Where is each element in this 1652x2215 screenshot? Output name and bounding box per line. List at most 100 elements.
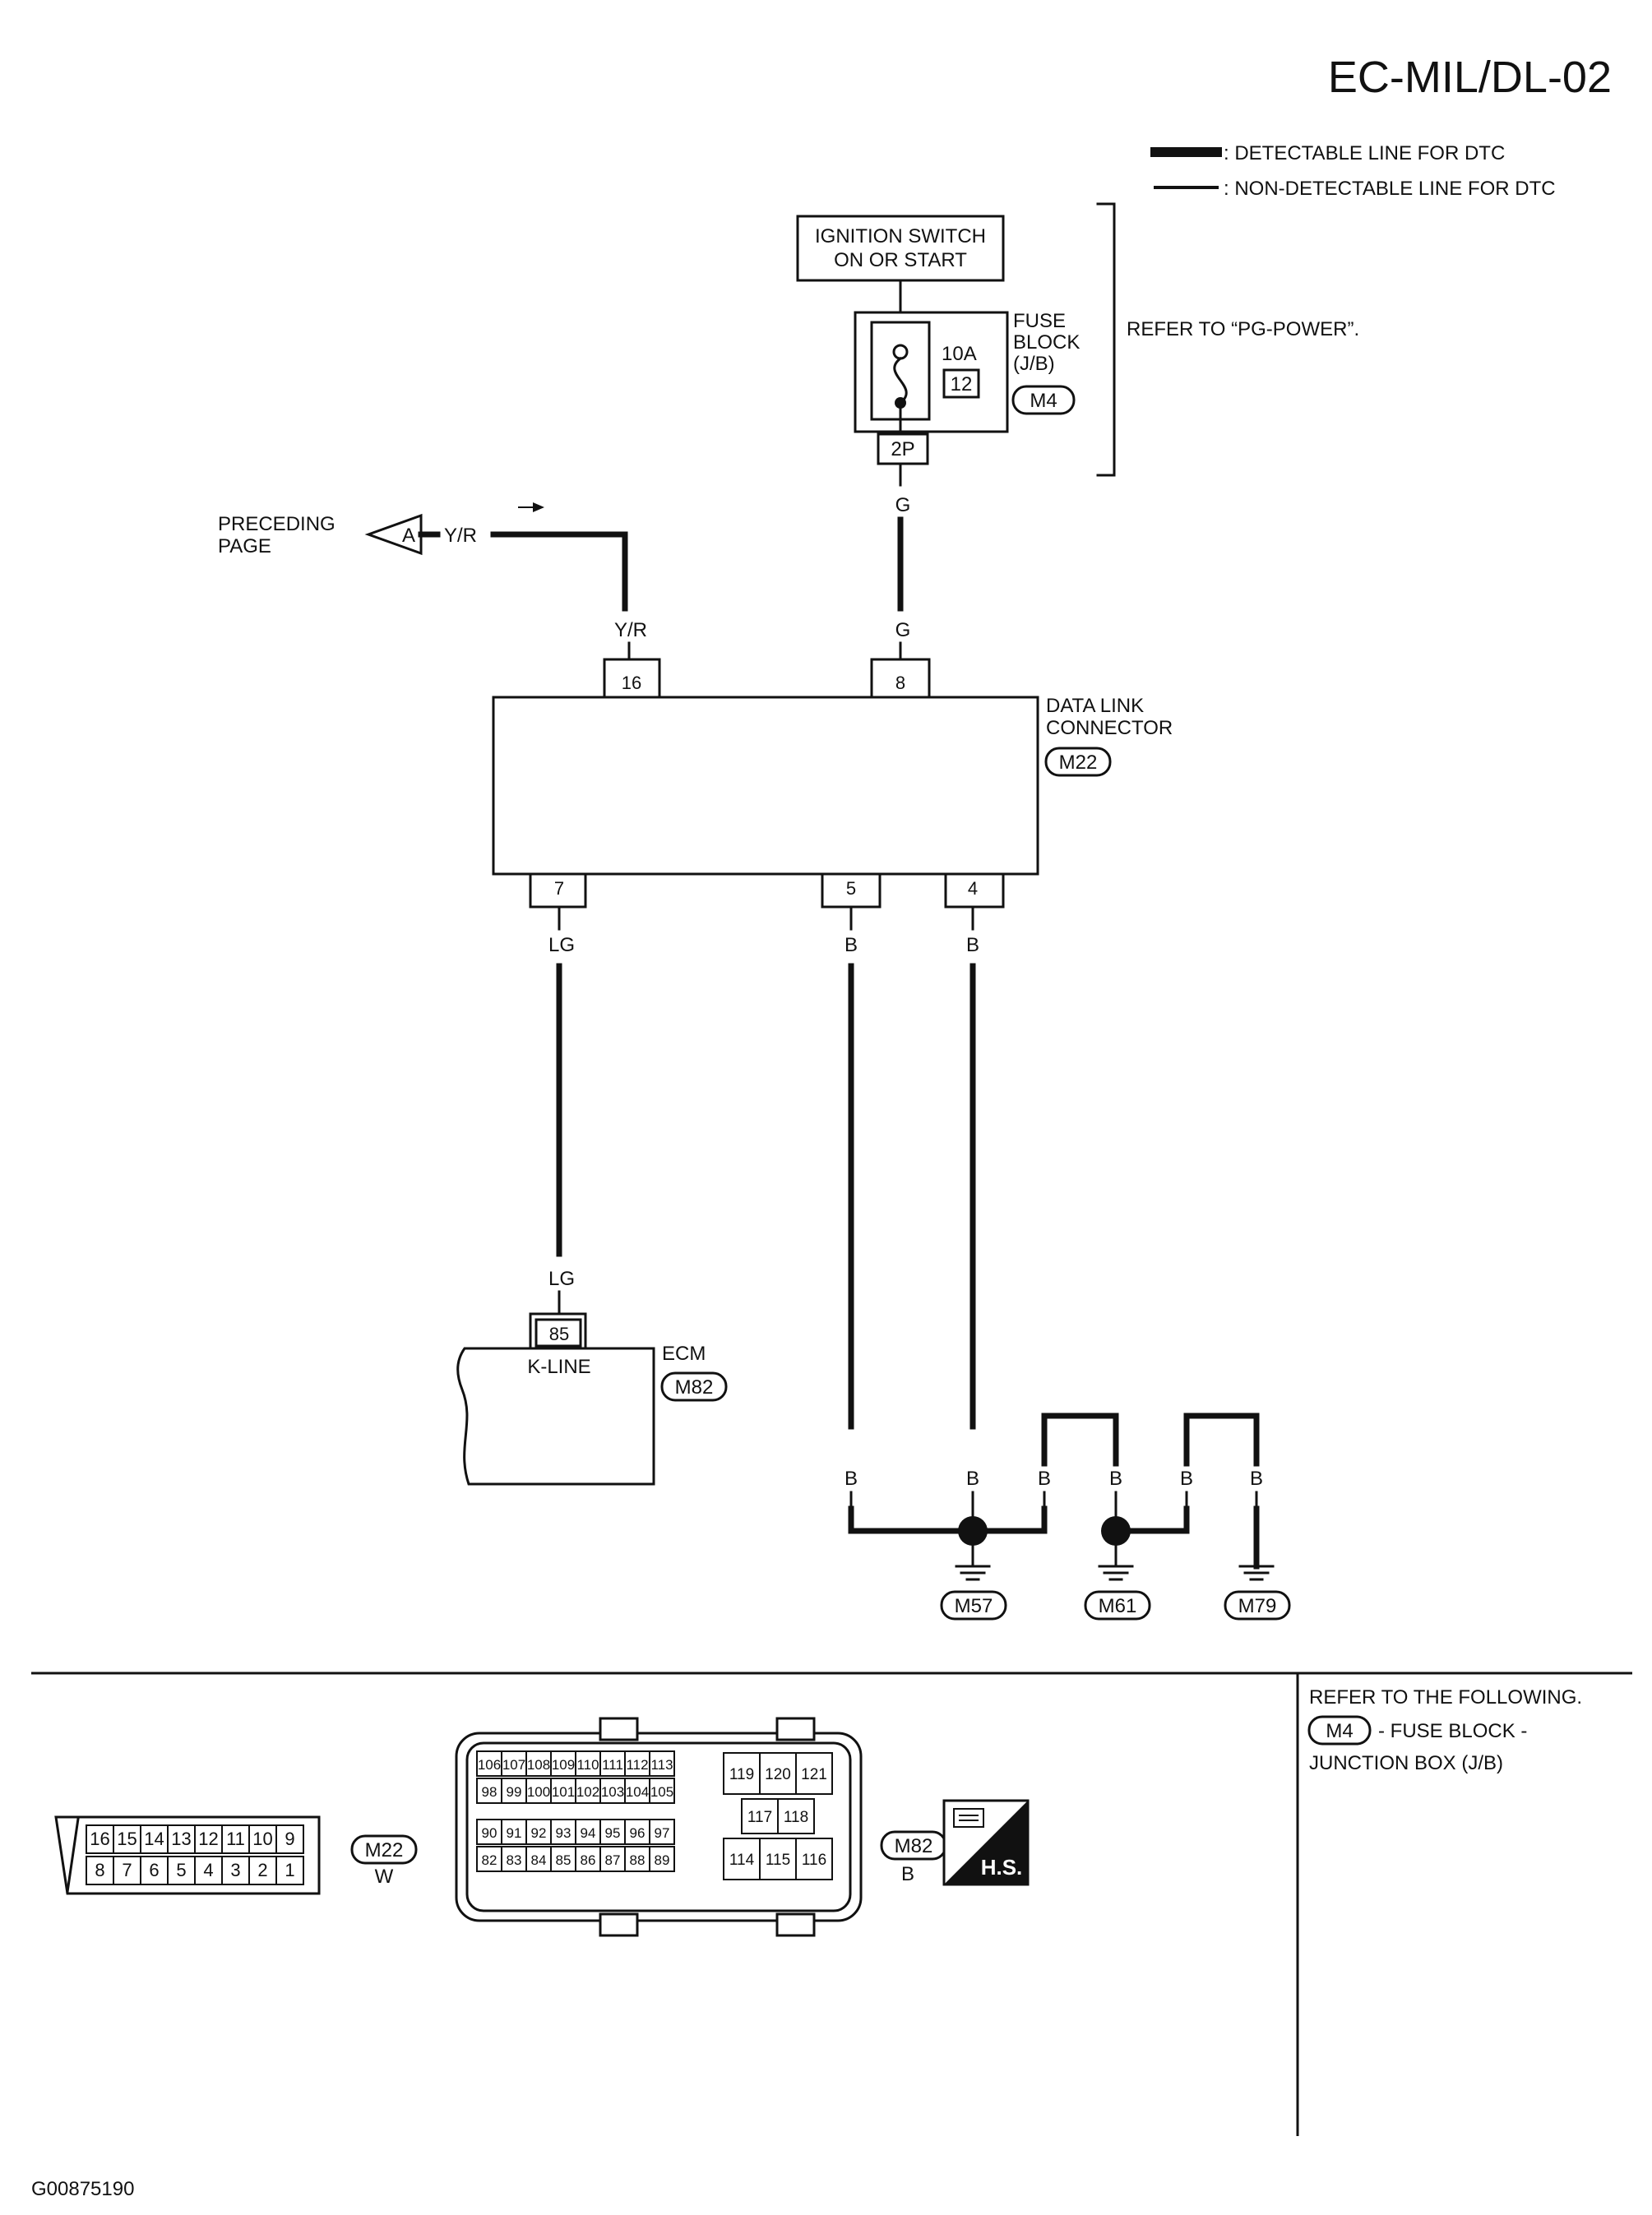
refer-following-line1: - FUSE BLOCK - xyxy=(1378,1720,1527,1742)
m82-pin-91-label: 91 xyxy=(507,1825,522,1841)
preceding-page-line1: PRECEDING xyxy=(218,513,335,535)
m82-pin-90-label: 90 xyxy=(482,1825,497,1841)
refer-pg-power-text: REFER TO “PG-POWER”. xyxy=(1127,318,1359,340)
data-link-connector: 16 8 7 5 4 xyxy=(492,658,1039,909)
ground-m79-badge xyxy=(1224,1590,1291,1621)
ground-m79: M79 xyxy=(1238,1595,1277,1617)
m22-pin-14: 14 xyxy=(140,1824,169,1854)
ecm-pin-85-bracket xyxy=(529,1312,587,1350)
refer-following-connector: M4 xyxy=(1326,1720,1353,1742)
hs-icon: H.S. xyxy=(942,1799,1030,1886)
m22-pin-5: 5 xyxy=(167,1856,196,1885)
dlc-pin-16-bracket xyxy=(603,658,661,699)
m82-pin-115: 115 xyxy=(759,1838,797,1880)
m82-pin-82-label: 82 xyxy=(482,1852,497,1868)
m82-pin-113: 113 xyxy=(649,1750,675,1777)
ecm-connector-badge xyxy=(660,1371,728,1402)
dlc-pin-4-bracket xyxy=(944,872,1005,909)
m82-pin-87-label: 87 xyxy=(605,1852,621,1868)
m82-pin-82: 82 xyxy=(476,1846,502,1872)
m82-pin-115-label: 115 xyxy=(766,1852,790,1869)
m82-pin-99: 99 xyxy=(501,1778,527,1804)
m82-pin-98: 98 xyxy=(476,1778,502,1804)
m22-pin-7: 7 xyxy=(113,1856,141,1885)
preceding-wire-color: Y/R xyxy=(444,525,477,547)
m82-pin-95: 95 xyxy=(599,1819,626,1845)
refer-following: REFER TO THE FOLLOWING. M4 - FUSE BLOCK … xyxy=(1307,1686,1582,1774)
m22-view-code: M22 xyxy=(365,1839,404,1861)
m82-pin-89: 89 xyxy=(649,1846,675,1872)
m82-pin-105-label: 105 xyxy=(650,1784,673,1800)
ground-m61: M61 xyxy=(1099,1595,1137,1617)
m22-pin-15: 15 xyxy=(113,1824,141,1854)
m82-pin-104-label: 104 xyxy=(626,1784,649,1800)
m82-pin-108: 108 xyxy=(525,1750,552,1777)
m82-pin-106: 106 xyxy=(476,1750,502,1777)
m82-pin-87: 87 xyxy=(599,1846,626,1872)
m82-pin-113-label: 113 xyxy=(650,1757,673,1773)
m82-pin-96: 96 xyxy=(624,1819,650,1845)
m82-pin-93: 93 xyxy=(550,1819,576,1845)
wire-b-pin5-label: B xyxy=(845,934,858,956)
ground-wiring: B B B B B B xyxy=(845,1413,1291,1621)
wire-b-label-d: B xyxy=(1109,1468,1122,1490)
wire-b-label-a: B xyxy=(845,1468,858,1490)
wire-lg-label-2: LG xyxy=(548,1268,575,1290)
m22-pin-16-label: 16 xyxy=(90,1829,109,1849)
m82-pin-106-label: 106 xyxy=(478,1757,501,1773)
m22-pin-10: 10 xyxy=(248,1824,277,1854)
m82-pin-86: 86 xyxy=(575,1846,601,1872)
m82-pin-96-label: 96 xyxy=(630,1825,646,1841)
m82-latch-top-left xyxy=(599,1717,639,1741)
m82-pin-83: 83 xyxy=(501,1846,527,1872)
m22-pin-8-label: 8 xyxy=(95,1860,104,1880)
ground-icon-m61 xyxy=(1098,1544,1134,1581)
m82-pin-108-label: 108 xyxy=(527,1757,550,1773)
m82-pin-110: 110 xyxy=(575,1750,601,1777)
m22-pin-15-label: 15 xyxy=(117,1829,137,1849)
wire-b-jumper-2 xyxy=(1183,1413,1260,1467)
dlc-connector-badge xyxy=(1044,747,1112,777)
m82-pin-112-label: 112 xyxy=(626,1757,648,1773)
m82-pin-120-label: 120 xyxy=(765,1766,791,1783)
dlc-pin-16: 16 xyxy=(622,673,641,693)
ecm-label: ECM xyxy=(662,1343,706,1365)
dlc-pin-5: 5 xyxy=(846,878,856,899)
preceding-page-line2: PAGE xyxy=(218,535,271,557)
m82-pin-94-label: 94 xyxy=(581,1825,596,1841)
figure-id: G00875190 xyxy=(31,2178,134,2200)
refer-following-badge xyxy=(1307,1715,1372,1746)
wire-yr xyxy=(490,531,628,612)
m22-pin-3-label: 3 xyxy=(230,1860,240,1880)
ground-icon-m79 xyxy=(1238,1565,1275,1581)
wire-b-label-b: B xyxy=(966,1468,979,1490)
fuse-block-label-line1: FUSE xyxy=(1013,310,1066,332)
m82-pin-107: 107 xyxy=(501,1750,527,1777)
ecm: 85 K-LINE xyxy=(456,1312,655,1486)
m82-pin-101-label: 101 xyxy=(552,1784,575,1800)
refer-bracket xyxy=(1096,202,1116,477)
splice-m57 xyxy=(958,1516,988,1546)
wire-b-jumper-1 xyxy=(1041,1413,1119,1467)
m82-pin-109: 109 xyxy=(550,1750,576,1777)
fuse-element-icon xyxy=(893,356,908,405)
m82-pin-116-label: 116 xyxy=(802,1852,826,1869)
legend-detectable-text: : DETECTABLE LINE FOR DTC xyxy=(1224,142,1505,164)
m22-pin-2-label: 2 xyxy=(257,1860,267,1880)
m22-pin-5-label: 5 xyxy=(176,1860,186,1880)
m82-view-code: M82 xyxy=(895,1835,933,1857)
m22-view-badge xyxy=(350,1834,418,1865)
m22-pin-9-label: 9 xyxy=(285,1829,294,1849)
fuse-block: 10A 12 2P xyxy=(854,311,1009,465)
m82-pin-84-label: 84 xyxy=(531,1852,547,1868)
m82-pin-104: 104 xyxy=(624,1778,650,1804)
m82-pin-111-label: 111 xyxy=(602,1757,623,1773)
m82-pin-103: 103 xyxy=(599,1778,626,1804)
m82-pin-91: 91 xyxy=(501,1819,527,1845)
m82-pin-102-label: 102 xyxy=(576,1784,599,1800)
m82-pin-83-label: 83 xyxy=(507,1852,522,1868)
m82-pin-109-label: 109 xyxy=(552,1757,575,1773)
wire-g-label-2: G xyxy=(895,619,911,641)
ecm-pin-85: 85 xyxy=(549,1324,569,1344)
